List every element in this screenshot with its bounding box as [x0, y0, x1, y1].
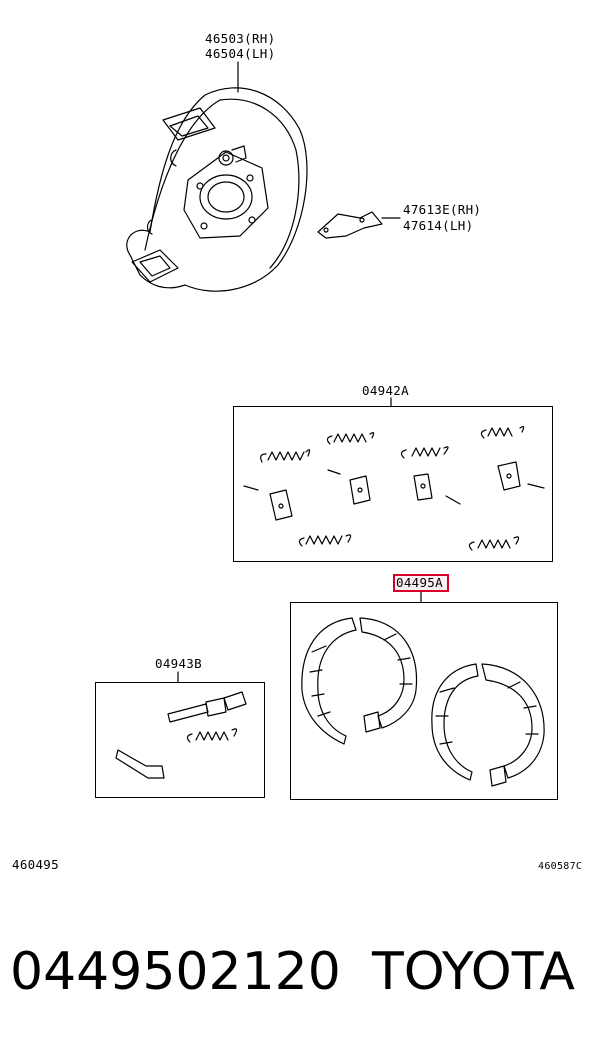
- shoe-kit-box: [290, 602, 558, 800]
- spring-kit-box: [233, 406, 553, 562]
- adjuster-kit-box: [95, 682, 265, 798]
- part-number: 0449502120: [10, 942, 341, 1002]
- label-backing-plate-lh[interactable]: 46504(LH): [205, 46, 276, 61]
- shoe-kit-drawing: [301, 591, 545, 787]
- label-adjuster-kit[interactable]: 04943B: [155, 656, 202, 671]
- diagram-ref-left: 460495: [12, 857, 59, 872]
- label-clip-rh[interactable]: 47613E(RH): [403, 202, 482, 217]
- label-backing-plate-rh[interactable]: 46503(RH): [205, 31, 276, 46]
- label-shoe-kit[interactable]: 04495A: [396, 575, 443, 590]
- label-spring-kit[interactable]: 04942A: [362, 383, 409, 398]
- adjuster-kit-drawing: [115, 671, 247, 779]
- spring-kit-drawing: [243, 397, 545, 551]
- selected-part-highlight: [393, 574, 449, 592]
- label-clip-lh[interactable]: 47614(LH): [403, 218, 474, 233]
- backing-plate-drawing: [126, 61, 308, 292]
- brand-name: TOYOTA: [372, 942, 575, 1002]
- diagram-ref-right: 460587C: [538, 861, 583, 872]
- clip-drawing: [317, 211, 401, 239]
